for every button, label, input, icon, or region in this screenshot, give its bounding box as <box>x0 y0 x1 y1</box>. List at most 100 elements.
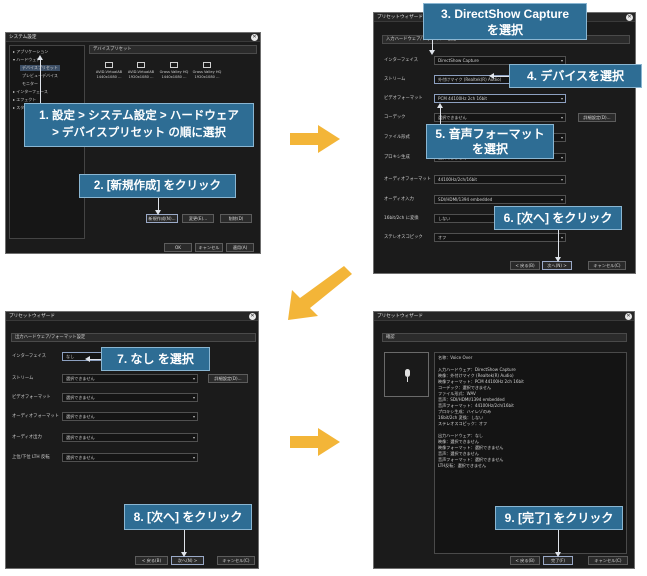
pointer-head <box>555 257 561 262</box>
monitor-icon <box>170 62 178 68</box>
cancel-button[interactable]: キャンセル(C) <box>217 556 255 565</box>
field-label: オーディオフォーマット <box>384 177 431 182</box>
summary-line: 入力ハードウェア：DirectShow Capture <box>438 367 516 372</box>
pointer-head <box>85 356 90 362</box>
summary-line: LTH反転：選択できません <box>438 463 487 468</box>
chevron-down-icon: ▾ <box>192 395 195 400</box>
field-label: ストリーム <box>384 77 406 82</box>
preset-tile[interactable]: Grass Valley HQ 1920x1080 ... <box>192 60 222 86</box>
pointer-head <box>429 50 435 55</box>
callout-step-4: 4. デバイスを選択 <box>509 64 642 88</box>
field-label: プロキシ生成 <box>384 155 410 160</box>
field-label: インターフェイス <box>12 354 46 359</box>
tree-item-monitor[interactable]: モニター <box>22 81 38 86</box>
detail-settings-button[interactable]: 詳細設定(D)... <box>578 113 616 122</box>
video-format-select[interactable]: PCM 44100Hz 2ch 16bit▾ <box>434 94 566 103</box>
callout-step-7: 7. なし を選択 <box>101 347 210 371</box>
finish-button[interactable]: 完了(F) <box>543 556 573 565</box>
chevron-down-icon: ▾ <box>192 376 195 381</box>
pointer-head <box>37 55 43 60</box>
field-label: オーディオフォーマット <box>12 414 59 419</box>
close-icon[interactable]: ✕ <box>625 313 632 320</box>
summary-line: プロキシ生成：ハイレゾのみ <box>438 409 492 414</box>
apply-button[interactable]: 適用(A) <box>226 243 254 252</box>
output-stream-select[interactable]: 選択できません▾ <box>62 374 198 383</box>
pointer-line <box>558 530 559 553</box>
section-title-bar: デバイスプリセット <box>89 45 257 54</box>
tree-item-device-preset[interactable]: デバイスプリセット <box>20 65 60 71</box>
chevron-down-icon: ▾ <box>192 455 195 460</box>
stereoscopic-select[interactable]: オフ▾ <box>434 233 566 242</box>
preset-tile[interactable]: AVID-VirtualAB 1440x1080 ... <box>94 60 124 86</box>
field-label: 上位/下位 LTH 反転 <box>12 455 50 460</box>
chevron-down-icon: ▾ <box>560 135 563 140</box>
next-button[interactable]: 次へ(N) > <box>171 556 204 565</box>
chevron-down-icon: ▾ <box>560 115 563 120</box>
preset-tile[interactable]: Grass Valley HQ 1440x1080 ... <box>159 60 189 86</box>
pointer-line <box>432 40 433 51</box>
back-button[interactable]: < 戻る(B) <box>510 556 540 565</box>
summary-line: 音声：選択できません <box>438 451 479 456</box>
pointer-head <box>155 210 161 215</box>
summary-line: 映像フォーマット：PCM 44100Hz 2ch 16bit <box>438 379 524 384</box>
summary-line: 出力ハードウェア：なし <box>438 433 484 438</box>
tree-item-hardware[interactable]: ▾ ハードウェア <box>13 57 41 62</box>
summary-line: 音声フォーマット：44100Hz/2ch/16bit <box>438 403 514 408</box>
field-label: オーディオ出力 <box>12 435 42 440</box>
cancel-button[interactable]: キャンセル <box>195 243 223 252</box>
change-preset-button[interactable]: 変更(E)... <box>182 214 214 223</box>
tree-item-interface[interactable]: ▸ インターフェース <box>13 89 48 94</box>
cancel-button[interactable]: キャンセル(C) <box>588 261 626 270</box>
back-button[interactable]: < 戻る(B) <box>510 261 540 270</box>
ok-button[interactable]: OK <box>164 243 192 252</box>
callout-step-3: 3. DirectShow Capture を選択 <box>423 3 587 40</box>
audio-format-select[interactable]: 44100Hz/2ch/16bit▾ <box>434 175 566 184</box>
pointer-line <box>440 106 441 124</box>
output-audio-format-select[interactable]: 選択できません▾ <box>62 412 198 421</box>
new-preset-button[interactable]: 新規作成(N)... <box>146 214 178 223</box>
monitor-icon <box>137 62 145 68</box>
close-icon[interactable]: ✕ <box>249 313 256 320</box>
flow-arrow-right <box>290 428 340 456</box>
back-button[interactable]: < 戻る(B) <box>135 556 168 565</box>
preset-preview-box <box>384 352 429 397</box>
pointer-head <box>489 73 494 79</box>
field-label: インターフェイス <box>384 58 418 63</box>
delete-preset-button[interactable]: 削除(D) <box>220 214 252 223</box>
detail-settings-button[interactable]: 詳細設定(D)... <box>208 374 248 383</box>
close-icon[interactable]: ✕ <box>626 14 633 21</box>
window-title: プリセットウィザード <box>6 312 258 321</box>
field-label: 16bit/2ch に変換 <box>384 216 419 221</box>
monitor-icon <box>203 62 211 68</box>
codec-select[interactable]: 選択できません▾ <box>434 113 566 122</box>
field-label: ファイル形式 <box>384 135 410 140</box>
tree-item-application[interactable]: ▸ アプリケーション <box>13 49 49 54</box>
cancel-button[interactable]: キャンセル(C) <box>588 556 628 565</box>
chevron-down-icon: ▾ <box>560 235 563 240</box>
close-icon[interactable]: ✕ <box>251 34 258 41</box>
preset-tile[interactable]: AVID-VirtualAB 1920x1080 ... <box>126 60 156 86</box>
chevron-down-icon: ▾ <box>560 197 563 202</box>
summary-line: 音声：SDI/HDMI/1394 embedded <box>438 397 505 402</box>
output-audio-select[interactable]: 選択できません▾ <box>62 433 198 442</box>
field-label: オーディオ入力 <box>384 197 414 202</box>
lth-invert-select[interactable]: 選択できません▾ <box>62 453 198 462</box>
chevron-down-icon: ▾ <box>192 414 195 419</box>
summary-line: 16bit/2ch 変換：しない <box>438 415 484 420</box>
callout-step-8: 8. [次へ] をクリック <box>124 504 252 530</box>
field-label: ステレオスコピック <box>384 235 423 240</box>
chevron-down-icon: ▾ <box>560 96 563 101</box>
interface-select[interactable]: DirectShow Capture▾ <box>434 56 566 65</box>
section-title-bar: 確認 <box>382 333 627 342</box>
tree-item-effect[interactable]: ▸ エフェクト <box>13 97 37 102</box>
summary-line: コーデック：選択できません <box>438 385 492 390</box>
tree-item-preview-device[interactable]: プレビューデバイス <box>22 73 58 79</box>
next-button[interactable]: 次へ(N) > <box>542 261 572 270</box>
summary-line: 映像フォーマット：選択できません <box>438 445 504 450</box>
window-title: プリセットウィザード <box>374 312 634 321</box>
field-label: ストリーム <box>12 376 34 381</box>
pointer-head <box>181 552 187 557</box>
preset-wizard-confirm-window: プリセットウィザード ✕ 確認 名称：Voice Over 入力ハードウェア：D… <box>373 311 635 569</box>
output-video-format-select[interactable]: 選択できません▾ <box>62 393 198 402</box>
audio-input-select[interactable]: SDI/HDMI/1394 embedded▾ <box>434 195 566 204</box>
